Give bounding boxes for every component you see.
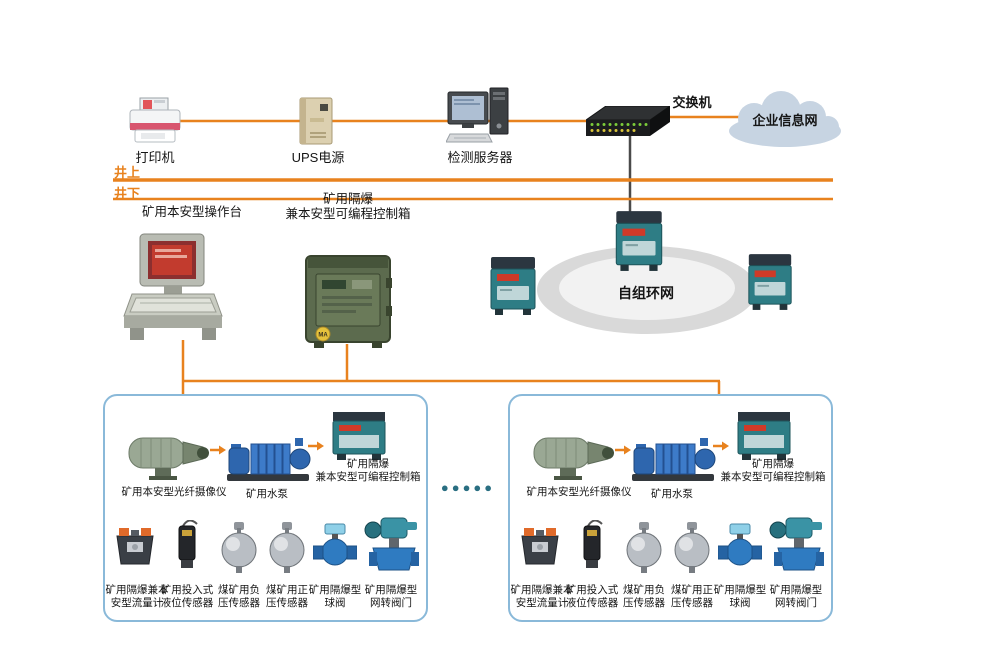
label-line: 压传感器	[218, 596, 260, 609]
pump-icon	[632, 438, 716, 481]
camera-label: 矿用本安型光纤摄像仪	[121, 486, 227, 498]
level-sensor-label: 矿用投入式 液位传感器	[155, 584, 219, 609]
group-plc-icon	[737, 412, 791, 460]
label-line: 矿用隔爆型	[364, 584, 418, 596]
cloud-label: 企业信息网	[752, 113, 818, 128]
ups-label: UPS电源	[291, 150, 345, 165]
printer-label: 打印机	[135, 150, 175, 165]
electric-valve-label: 矿用隔爆型 网转阀门	[764, 584, 828, 609]
label-line: 网转阀门	[370, 596, 412, 609]
level-sensor-icon	[583, 520, 603, 568]
group-plc-label-line2: 兼本安型可编程控制箱	[720, 471, 826, 483]
negative-pressure-sensor-label: 煤矿用负 压传感器	[612, 584, 676, 609]
level-sensor-icon	[178, 520, 198, 568]
label-line: 压传感器	[671, 596, 713, 609]
ups-icon	[299, 97, 333, 145]
console-icon	[123, 233, 223, 340]
label-line: 矿用投入式	[160, 584, 214, 596]
server-icon	[446, 87, 509, 143]
label-line: 液位传感器	[565, 596, 619, 609]
camera-icon	[533, 437, 614, 480]
flow-arrow-icon	[713, 441, 729, 451]
ring-node-top-icon	[615, 211, 663, 271]
label-line: 压传感器	[266, 596, 308, 609]
flow-meter-icon	[521, 528, 559, 565]
flow-meter-icon	[116, 528, 154, 565]
ball-valve-icon	[313, 523, 357, 566]
label-line: 安型流量计	[515, 596, 569, 609]
electric-valve-icon	[769, 517, 824, 571]
electric-valve-label: 矿用隔爆型 网转阀门	[359, 584, 423, 609]
camera-icon	[128, 437, 209, 480]
label-line: 液位传感器	[160, 596, 214, 609]
electric-valve-icon	[364, 517, 419, 571]
ma-badge: MA	[318, 333, 328, 339]
ring-network-label: 自组环网	[618, 285, 674, 301]
label-line: 煤矿用负	[623, 584, 665, 596]
flow-arrow-icon	[615, 445, 631, 455]
label-line: 安型流量计	[110, 596, 164, 609]
printer-icon	[129, 97, 181, 143]
group-plc-icon	[332, 412, 386, 460]
group-plc-label-line2: 兼本安型可编程控制箱	[315, 471, 421, 483]
label-line: 矿用隔爆型	[769, 584, 823, 596]
equipment-group-right: 矿用本安型光纤摄像仪 矿用水泵 矿用隔爆 兼本安型可编程控制箱	[508, 394, 833, 622]
label-line: 煤矿用正	[671, 584, 713, 596]
label-line: 网转阀门	[775, 596, 817, 609]
switch-label: 交换机	[672, 95, 712, 110]
console-label: 矿用本安型操作台	[141, 205, 242, 219]
equipment-group-left: 矿用本安型光纤摄像仪 矿用水泵 矿用隔爆 兼本安型可编程控制箱	[103, 394, 428, 622]
switch-icon	[586, 106, 670, 136]
flow-meter-label: 矿用隔爆兼本 安型流量计	[510, 584, 574, 609]
level-sensor-label: 矿用投入式 液位传感器	[560, 584, 624, 609]
server-label: 检测服务器	[447, 150, 513, 165]
surface-zone-label: 井上	[114, 165, 141, 180]
underground-zone-label: 井下	[114, 186, 141, 201]
ball-valve-label: 矿用隔爆型 球阀	[303, 584, 367, 609]
group-plc-label-line1: 矿用隔爆	[752, 458, 794, 470]
positive-pressure-sensor-icon	[674, 522, 710, 573]
label-line: 矿用投入式	[565, 584, 619, 596]
label-line: 矿用隔爆兼本	[510, 584, 574, 596]
negative-pressure-sensor-icon	[221, 522, 257, 573]
ball-valve-icon	[718, 523, 762, 566]
label-line: 煤矿用正	[266, 584, 308, 596]
pump-icon	[227, 438, 311, 481]
label-line: 矿用隔爆型	[308, 584, 362, 596]
positive-pressure-sensor-label: 煤矿用正 压传感器	[660, 584, 724, 609]
group-plc-label-line1: 矿用隔爆	[347, 458, 389, 470]
label-line: 球阀	[729, 596, 751, 609]
negative-pressure-sensor-label: 煤矿用负 压传感器	[207, 584, 271, 609]
ring-network-ellipse	[537, 246, 757, 334]
pump-label: 矿用水泵	[651, 488, 693, 500]
main-plc-label-line2: 兼本安型可编程控制箱	[285, 207, 411, 221]
ellipsis-dots: ●●●●●	[440, 480, 496, 495]
main-plc-icon: MA	[305, 255, 392, 348]
label-line: 煤矿用负	[218, 584, 260, 596]
camera-label: 矿用本安型光纤摄像仪	[526, 486, 632, 498]
positive-pressure-sensor-icon	[269, 522, 305, 573]
main-plc-label-line1: 矿用隔爆	[322, 192, 373, 206]
flow-arrow-icon	[308, 441, 324, 451]
flow-arrow-icon	[210, 445, 226, 455]
ring-node-right-icon	[748, 254, 792, 310]
label-line: 球阀	[324, 596, 346, 609]
label-line: 矿用隔爆型	[713, 584, 767, 596]
label-line: 压传感器	[623, 596, 665, 609]
enterprise-cloud-icon	[729, 91, 841, 147]
negative-pressure-sensor-icon	[626, 522, 662, 573]
ball-valve-label: 矿用隔爆型 球阀	[708, 584, 772, 609]
positive-pressure-sensor-label: 煤矿用正 压传感器	[255, 584, 319, 609]
pump-label: 矿用水泵	[246, 488, 288, 500]
label-line: 矿用隔爆兼本	[105, 584, 169, 596]
flow-meter-label: 矿用隔爆兼本 安型流量计	[105, 584, 169, 609]
ring-node-left-icon	[490, 257, 536, 315]
